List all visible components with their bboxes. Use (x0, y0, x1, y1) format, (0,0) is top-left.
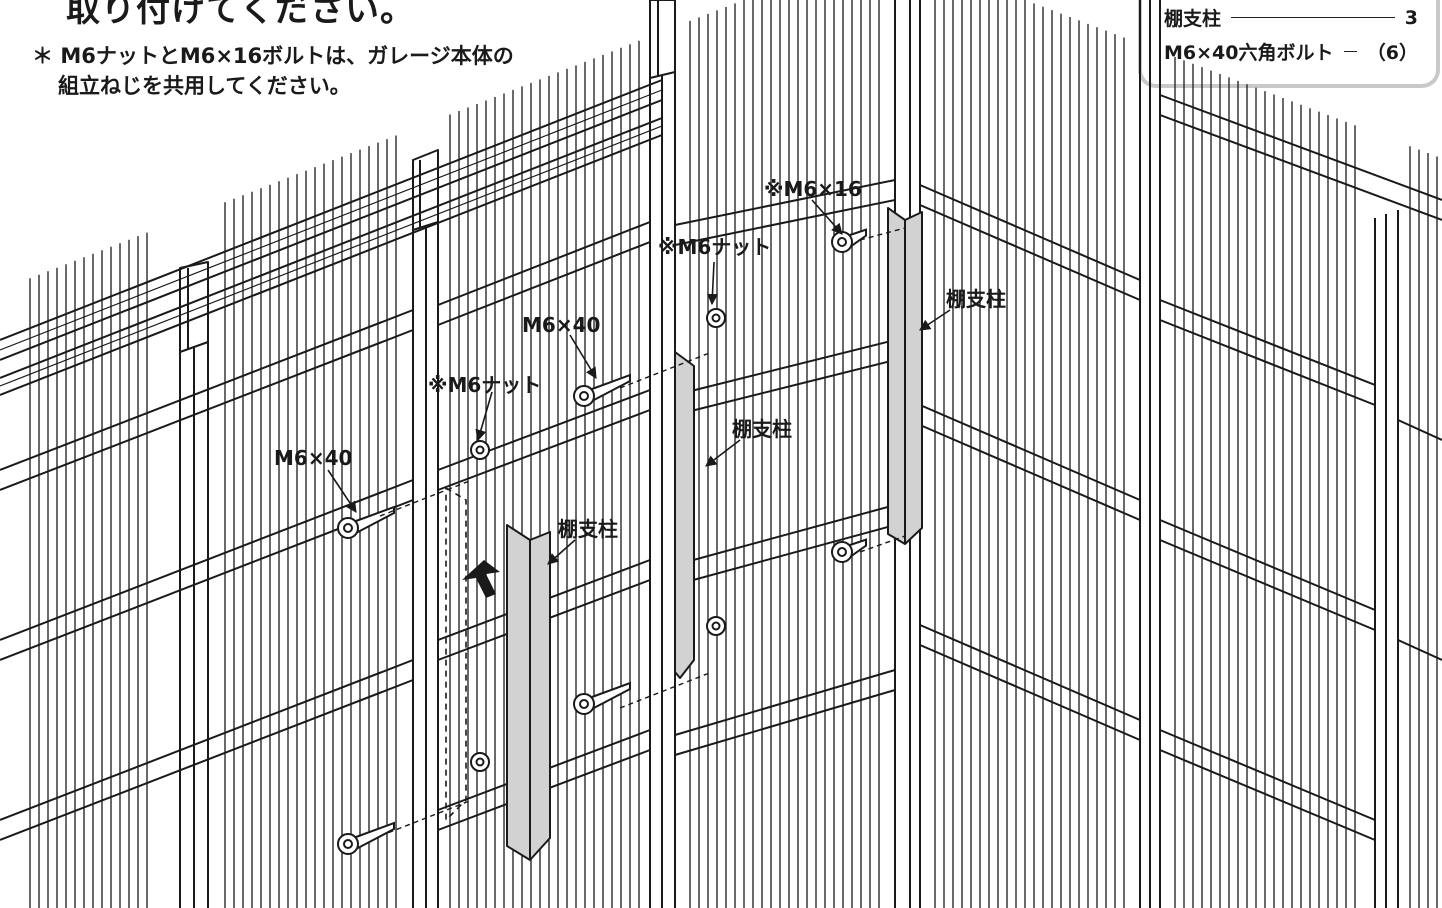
post-center (649, 72, 676, 908)
shelf-post-dashed-outline (445, 487, 467, 821)
label-nut-mid: ※M6ナット (658, 235, 771, 259)
hex-nut-icon (470, 752, 490, 772)
callout-leaders (327, 199, 951, 565)
post-center-cap (649, 0, 676, 79)
label-shelf-post-3: 棚支柱 (946, 287, 1006, 311)
note-mark: ＊ (32, 44, 53, 68)
post-left (179, 342, 209, 908)
panel-ribs-left (29, 0, 880, 908)
hex-bolt-icon (573, 681, 631, 715)
post-mid (412, 222, 439, 908)
post-mid-cap (412, 149, 439, 231)
hex-nut-icon (706, 308, 726, 328)
top-beam (0, 79, 663, 396)
rails-far-right (1159, 94, 1442, 841)
label-shelf-post-2: 棚支柱 (732, 417, 792, 441)
fasteners (337, 228, 867, 855)
label-bolt-m6x40-left: M6×40 (274, 446, 352, 470)
parts-qty: （6） (1366, 42, 1418, 64)
hex-nut-icon (470, 440, 490, 460)
shelf-post-2 (674, 351, 695, 679)
rails-left (0, 309, 414, 841)
panel-ribs-right (934, 0, 1438, 908)
hex-nut-icon (706, 616, 726, 636)
post-right (1139, 0, 1161, 908)
callout-labels: M6×40 ※M6ナット M6×40 ※M6ナット ※M6×16 棚支柱 棚支柱… (274, 177, 1006, 541)
hex-bolt-icon (831, 538, 867, 563)
hex-bolt-icon (831, 228, 867, 253)
post-left-cap (179, 261, 209, 353)
parts-qty: 3 (1404, 6, 1418, 29)
shelf-post-1 (506, 524, 551, 861)
leader-line (1343, 51, 1357, 52)
note-text-1: M6ナットとM6×16ボルトは、ガレージ本体の (60, 44, 514, 68)
label-bolt-m6x40-mid: M6×40 (522, 313, 600, 337)
page-title-fragment: 取り付けてください。 (66, 0, 415, 30)
shelf-post-3 (887, 207, 923, 545)
label-nut-left: ※M6ナット (428, 373, 541, 397)
top-beam-inner (0, 89, 663, 387)
label-bolt-m6x16: ※M6×16 (764, 177, 862, 201)
label-shelf-post-1: 棚支柱 (558, 517, 618, 541)
rails-center (674, 179, 896, 756)
leader-line (1231, 17, 1395, 18)
hex-bolt-icon (337, 505, 395, 539)
note-line-1: ＊ M6ナットとM6×16ボルトは、ガレージ本体の (32, 40, 514, 70)
parts-row-shelf-post: 棚支柱 3 (1164, 4, 1418, 31)
panel-ribs (29, 0, 1438, 908)
parts-name: 棚支柱 (1164, 8, 1222, 30)
dashed-leaders (379, 227, 906, 837)
post-far-right (1374, 210, 1399, 908)
rails-right-wall (919, 184, 1141, 741)
parts-row-bolt: M6×40六角ボルト （6） (1164, 38, 1418, 65)
hex-bolt-icon (337, 821, 395, 855)
parts-list-box: 棚支柱 3 M6×40六角ボルト （6） (1138, 0, 1440, 88)
note-line-2: 組立ねじを共用してください。 (58, 74, 351, 98)
insertion-arrow (462, 560, 500, 598)
shelf-posts (445, 207, 923, 861)
parts-name: M6×40六角ボルト (1164, 42, 1334, 64)
hex-bolt-icon (573, 373, 631, 407)
